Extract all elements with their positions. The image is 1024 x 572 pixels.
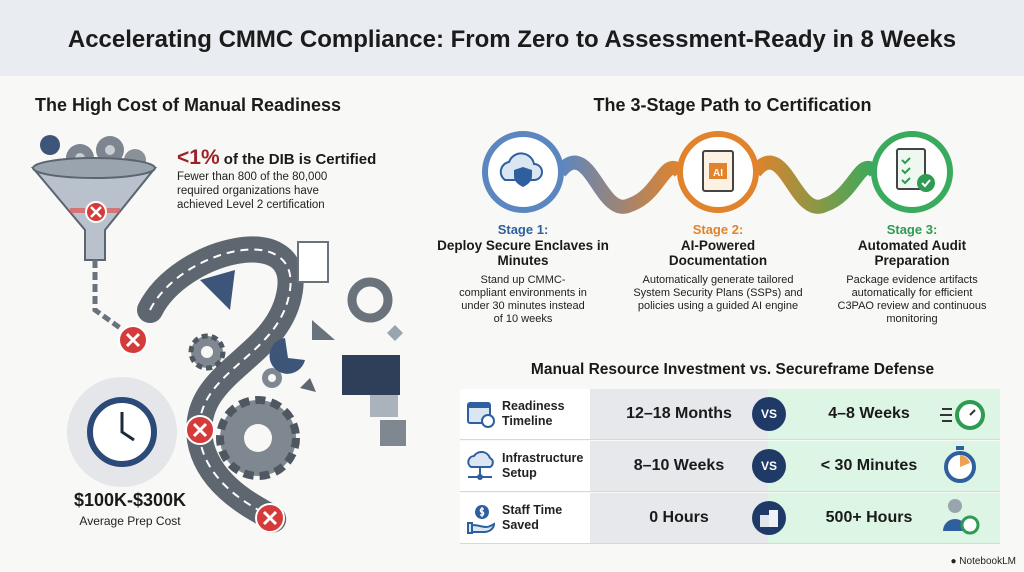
- comparison-title: Manual Resource Investment vs. Securefra…: [530, 361, 935, 378]
- stage-description: Package evidence artifacts automatically…: [837, 274, 987, 325]
- certified-stat-description: Fewer than 800 of the 80,000 required or…: [177, 171, 328, 211]
- table-row: Readiness Timeline 12–18 Months 4–8 Week…: [460, 389, 1000, 440]
- shard-icon: [387, 325, 403, 341]
- gear-icon: [188, 333, 226, 371]
- stage-connector: [749, 155, 881, 214]
- stage-title: AI-Powered Documentation: [668, 238, 768, 268]
- calendar-clock-icon: [467, 402, 495, 428]
- cloud-shield-icon: [482, 131, 564, 213]
- pie-chart-icon: [269, 338, 305, 374]
- ai-chip-label: AI: [713, 168, 723, 179]
- title-banner: [0, 0, 1024, 76]
- manual-value: 0 Hours: [590, 493, 768, 543]
- error-x-icon: [118, 325, 148, 355]
- page-title: Accelerating CMMC Compliance: From Zero …: [67, 26, 957, 53]
- stage-description: Stand up CMMC-compliant environments in …: [459, 274, 587, 325]
- donut-chart-icon: [347, 277, 393, 323]
- coins-icon: [752, 501, 786, 535]
- manual-value: 12–18 Months: [590, 389, 768, 439]
- stage-number: Stage 1:: [497, 222, 549, 237]
- table-row: Infrastructure Setup 8–10 Weeks < 30 Min…: [460, 441, 1000, 492]
- row-label: Readiness Timeline: [502, 399, 565, 428]
- shard-icon: [370, 395, 398, 417]
- stage-number: Stage 2:: [692, 222, 744, 237]
- shard-icon: [312, 320, 335, 340]
- prep-cost-value: $100K-$300K: [73, 490, 187, 510]
- stage-2: Stage 2: AI-Powered Documentation Automa…: [623, 222, 813, 313]
- checklist-icon: [871, 131, 953, 213]
- manual-value: 8–10 Weeks: [590, 441, 768, 491]
- comparison-table: Readiness Timeline 12–18 Months 4–8 Week…: [460, 389, 1000, 546]
- gear-icon: [262, 368, 282, 388]
- row-label: Infrastructure Setup: [502, 451, 584, 480]
- left-heading: The High Cost of Manual Readiness: [35, 95, 342, 115]
- shard-icon: [300, 378, 316, 392]
- manual-readiness-illustration: [30, 135, 406, 533]
- pie-fragment-icon: [200, 270, 235, 310]
- table-row: Staff Time Saved 0 Hours 500+ Hours: [460, 493, 1000, 544]
- certified-percent: <1%: [177, 146, 220, 169]
- stage-description: Automatically generate tailored System S…: [633, 274, 803, 312]
- dashboard-icon: [342, 355, 400, 395]
- gear-icon: [216, 396, 300, 480]
- stage-3: Stage 3: Automated Audit Preparation Pac…: [817, 222, 1007, 326]
- cloud-network-icon: [467, 451, 494, 480]
- road-center-line: [149, 248, 292, 521]
- user-stopwatch-icon: [943, 499, 980, 535]
- notebooklm-watermark: ● NotebookLM: [950, 556, 1016, 567]
- fast-stopwatch-icon: [940, 400, 985, 430]
- secureframe-value: 500+ Hours: [768, 493, 1000, 543]
- right-heading: The 3-Stage Path to Certification: [593, 95, 872, 115]
- certified-stat-text: of the DIB is Certified: [223, 151, 377, 168]
- hand-dollar-icon: [467, 505, 496, 534]
- stage-connector: [554, 155, 686, 214]
- prep-cost-label: Average Prep Cost: [79, 514, 181, 528]
- document-icon: [297, 241, 329, 283]
- stage-title: Deploy Secure Enclaves in Minutes: [437, 238, 609, 268]
- stage-path-graphic: AI: [482, 131, 953, 214]
- certified-stat: <1% of the DIB is Certified: [177, 146, 376, 170]
- ai-document-icon: AI: [677, 131, 759, 213]
- shard-icon: [380, 420, 406, 446]
- chain-icon: [92, 260, 132, 338]
- stage-1: Stage 1: Deploy Secure Enclaves in Minut…: [428, 222, 618, 326]
- stage-title: Automated Audit Preparation: [857, 238, 967, 268]
- row-label: Staff Time Saved: [502, 503, 563, 532]
- stage-number: Stage 3:: [886, 222, 938, 237]
- stopwatch-icon: [944, 446, 976, 483]
- watermark-text: NotebookLM: [959, 556, 1016, 567]
- clock-icon: [67, 377, 177, 487]
- notebooklm-logo-icon: ●: [950, 556, 957, 567]
- error-x-icon: [255, 503, 285, 533]
- funnel-icon: [30, 135, 158, 261]
- error-x-icon: [185, 415, 215, 445]
- vs-badge: VS: [752, 397, 786, 431]
- vs-badge: VS: [752, 449, 786, 483]
